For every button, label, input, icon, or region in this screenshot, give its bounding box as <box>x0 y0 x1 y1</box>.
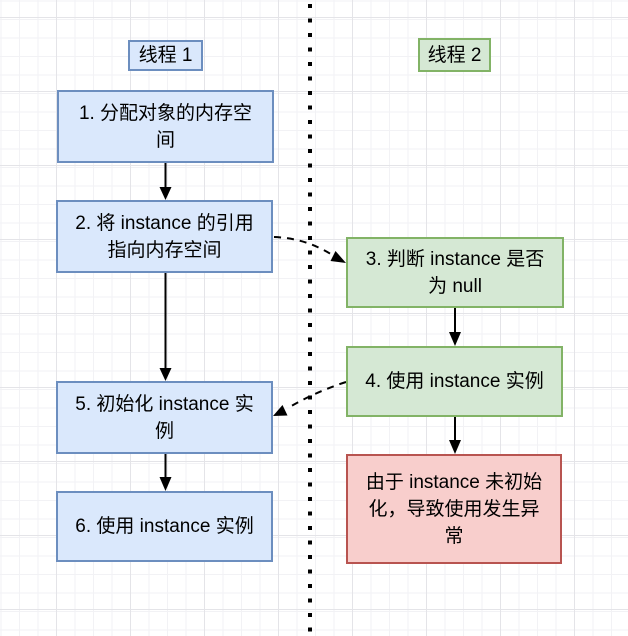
flow-node-step3-text: 3. 判断 instance 是否 为 null <box>365 248 545 297</box>
flow-node-error: 由于 instance 未初始 化，导致使用发生异 常 <box>346 454 562 564</box>
flow-node-step5: 5. 初始化 instance 实 例 <box>56 381 273 454</box>
lane-divider-dotted-line <box>308 4 312 636</box>
lane-label-thread-1: 线程 1 <box>128 40 203 71</box>
flow-node-step4: 4. 使用 instance 实例 <box>346 346 563 417</box>
flow-node-step6-text: 6. 使用 instance 实例 <box>75 516 254 537</box>
flow-node-step2-text: 2. 将 instance 的引用 指向内存空间 <box>75 212 254 261</box>
flow-node-step5-text: 5. 初始化 instance 实 例 <box>75 393 254 442</box>
flow-node-step4-text: 4. 使用 instance 实例 <box>365 371 544 392</box>
flow-node-step3: 3. 判断 instance 是否 为 null <box>346 237 564 308</box>
arrow-step5-to-step6 <box>159 454 172 491</box>
arrow-step1-to-step2 <box>159 163 172 200</box>
lane-label-thread-2-text: 线程 2 <box>427 44 482 66</box>
flow-node-error-text: 由于 instance 未初始 化，导致使用发生异 常 <box>365 471 543 547</box>
flow-node-step2: 2. 将 instance 的引用 指向内存空间 <box>56 200 273 273</box>
arrow-step2-to-step5 <box>159 273 172 381</box>
lane-label-thread-2: 线程 2 <box>418 38 491 72</box>
flow-node-step1: 1. 分配对象的内存空 间 <box>57 90 274 163</box>
arrow-step4-to-error <box>449 417 461 454</box>
flow-node-step1-text: 1. 分配对象的内存空 间 <box>78 102 253 151</box>
lane-label-thread-1-text: 线程 1 <box>138 45 193 66</box>
arrow-step3-to-step4 <box>449 308 461 346</box>
flow-node-step6: 6. 使用 instance 实例 <box>56 491 273 562</box>
